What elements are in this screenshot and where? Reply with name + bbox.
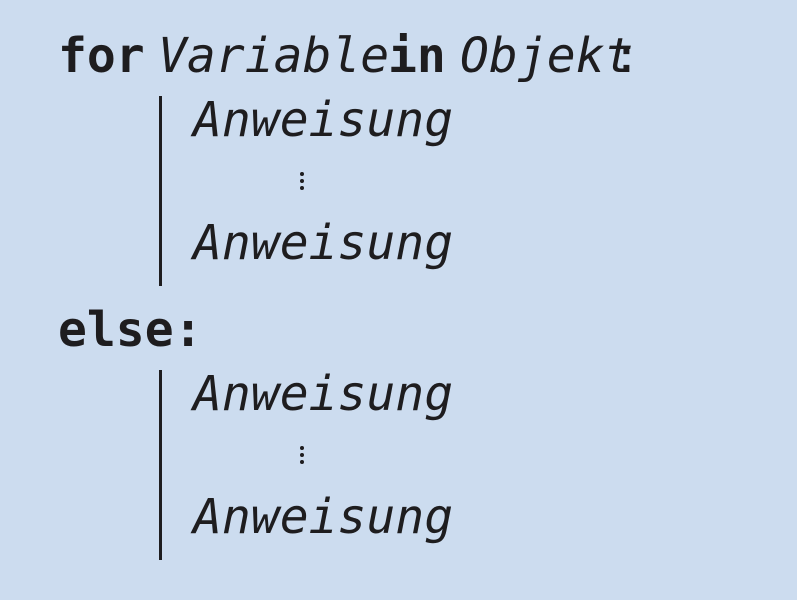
variable-placeholder: Variable xyxy=(158,28,390,84)
for-last-statement: Anweisung xyxy=(193,215,454,271)
object-placeholder: Objekt xyxy=(460,28,634,84)
else-block-bar xyxy=(159,370,162,560)
vertical-ellipsis-icon xyxy=(299,172,305,193)
for-first-statement: Anweisung xyxy=(193,92,454,148)
for-block-bar xyxy=(159,96,162,286)
for-keyword: for xyxy=(58,28,145,84)
vertical-ellipsis-icon xyxy=(299,446,305,467)
in-keyword: in xyxy=(388,28,446,84)
else-first-statement: Anweisung xyxy=(193,366,454,422)
else-keyword: else: xyxy=(58,302,203,358)
else-last-statement: Anweisung xyxy=(193,489,454,545)
for-colon: : xyxy=(612,28,641,84)
